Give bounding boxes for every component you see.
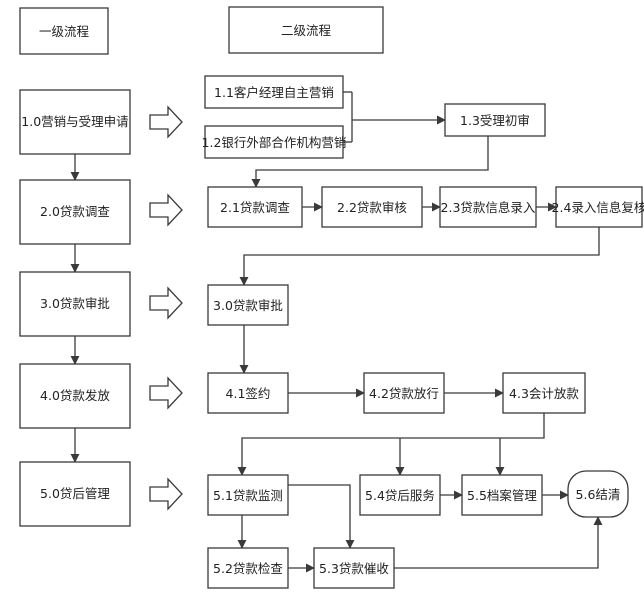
block-arrow-5 [149, 477, 183, 511]
node-5-6: 5.6结清 [567, 470, 629, 518]
level1-node-post-loan-label: 5.0贷后管理 [40, 486, 110, 501]
node-4-1: 4.1签约 [207, 372, 289, 414]
level1-node-approval-label: 3.0贷款审批 [40, 296, 110, 311]
block-arrow-1 [149, 105, 183, 139]
node-1-3: 1.3受理初审 [444, 103, 546, 137]
header-level2-label: 二级流程 [281, 23, 332, 38]
level1-node-disbursement-label: 4.0贷款发放 [40, 388, 110, 403]
header-level2: 二级流程 [228, 6, 384, 54]
level1-node-approval: 3.0贷款审批 [19, 271, 131, 337]
arrow-1-3-to-2-1 [251, 136, 489, 188]
level1-node-marketing-label: 1.0营销与受理申请 [21, 114, 128, 129]
node-2-1: 2.1贷款调查 [207, 186, 303, 228]
node-4-1-label: 4.1签约 [226, 386, 271, 401]
node-5-3-label: 5.3贷款催收 [319, 561, 389, 576]
node-4-2-label: 4.2贷款放行 [369, 386, 439, 401]
node-2-4: 2.4录入信息复核 [552, 186, 644, 228]
arrow-4-3-to-5-1 [237, 413, 545, 476]
node-2-3: 2.3贷款信息录入 [439, 186, 537, 228]
node-5-3: 5.3贷款催收 [313, 547, 395, 589]
node-2-4-label: 2.4录入信息复核 [552, 200, 644, 215]
node-3-0: 3.0贷款审批 [207, 284, 289, 326]
header-level1-label: 一级流程 [39, 24, 90, 39]
node-3-0-label: 3.0贷款审批 [213, 298, 283, 313]
node-5-5: 5.5档案管理 [461, 474, 543, 516]
node-5-4: 5.4贷后服务 [359, 474, 441, 516]
node-2-2: 2.2贷款审核 [321, 186, 423, 228]
node-1-3-label: 1.3受理初审 [460, 113, 530, 128]
node-2-2-label: 2.2贷款审核 [337, 200, 407, 215]
block-arrow-4 [149, 376, 183, 410]
node-5-2: 5.2贷款检查 [207, 547, 289, 589]
level1-node-investigation-label: 2.0贷款调查 [40, 204, 110, 219]
node-5-2-label: 5.2贷款检查 [213, 561, 283, 576]
arrow-5-1-to-5-3 [288, 484, 355, 549]
node-5-6-label: 5.6结清 [576, 487, 621, 502]
node-1-2-label: 1.2银行外部合作机构营销 [202, 135, 347, 150]
node-1-2: 1.2银行外部合作机构营销 [202, 125, 347, 159]
arrow-2-4-to-3-0 [239, 227, 600, 286]
header-level1: 一级流程 [19, 7, 109, 55]
node-5-1-label: 5.1贷款监测 [213, 488, 283, 503]
level1-node-disbursement: 4.0贷款发放 [19, 363, 131, 429]
level1-node-post-loan: 5.0贷后管理 [19, 461, 131, 527]
node-4-3: 4.3会计放款 [502, 372, 586, 414]
node-5-1: 5.1贷款监测 [207, 474, 289, 516]
node-5-5-label: 5.5档案管理 [467, 488, 537, 503]
block-arrow-2 [149, 193, 183, 227]
level1-node-investigation: 2.0贷款调查 [19, 179, 131, 245]
node-4-3-label: 4.3会计放款 [509, 386, 579, 401]
level1-node-marketing: 1.0营销与受理申请 [19, 89, 131, 155]
node-4-2: 4.2贷款放行 [363, 372, 445, 414]
node-1-1-label: 1.1客户经理自主营销 [214, 85, 334, 100]
node-1-1: 1.1客户经理自主营销 [204, 75, 344, 109]
node-2-3-label: 2.3贷款信息录入 [441, 200, 536, 215]
arrow-5-3-to-5-6 [394, 516, 603, 569]
block-arrow-3 [149, 286, 183, 320]
node-5-4-label: 5.4贷后服务 [365, 488, 435, 503]
node-2-1-label: 2.1贷款调查 [220, 200, 290, 215]
